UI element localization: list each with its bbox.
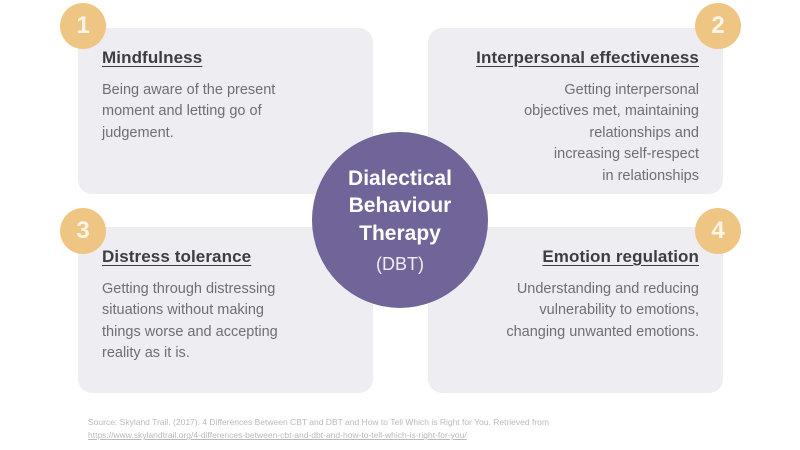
quadrant-badge-label-1: 1 bbox=[76, 12, 90, 39]
quadrant-badge-4: 4 bbox=[695, 208, 741, 254]
quadrant-badge-label-4: 4 bbox=[711, 217, 725, 244]
quadrant-body-2: Getting interpersonal objectives met, ma… bbox=[524, 82, 699, 184]
quadrant-badge-label-2: 2 bbox=[711, 12, 725, 39]
quadrant-heading-2: Interpersonal effectiveness bbox=[476, 48, 699, 67]
source-text: Source: Skyland Trail. (2017). 4 Differe… bbox=[88, 417, 549, 427]
source-url-link[interactable]: https://www.skylandtrail.org/4-differenc… bbox=[88, 430, 467, 441]
quadrant-body-3: Getting through distressing situations w… bbox=[102, 281, 278, 362]
quadrant-heading-4: Emotion regulation bbox=[542, 247, 699, 266]
quadrant-heading-3: Distress tolerance bbox=[102, 247, 252, 266]
source-citation: Source: Skyland Trail. (2017). 4 Differe… bbox=[88, 416, 728, 442]
center-abbreviation: (DBT) bbox=[376, 253, 424, 274]
quadrant-card-mindfulness: Mindfulness Being aware of the present m… bbox=[78, 28, 373, 194]
quadrant-body-4: Understanding and reducing vulnerability… bbox=[506, 281, 699, 340]
quadrant-badge-3: 3 bbox=[60, 208, 106, 254]
quadrant-badge-1: 1 bbox=[60, 3, 106, 49]
quadrant-badge-label-3: 3 bbox=[76, 217, 90, 244]
center-title: Dialectical Behaviour Therapy bbox=[348, 167, 452, 245]
center-circle: Dialectical Behaviour Therapy (DBT) bbox=[312, 132, 488, 308]
quadrant-body-1: Being aware of the present moment and le… bbox=[102, 82, 276, 141]
quadrant-heading-1: Mindfulness bbox=[102, 48, 203, 67]
quadrant-card-interpersonal-effectiveness: Interpersonal effectiveness Getting inte… bbox=[428, 28, 723, 194]
quadrant-badge-2: 2 bbox=[695, 3, 741, 49]
